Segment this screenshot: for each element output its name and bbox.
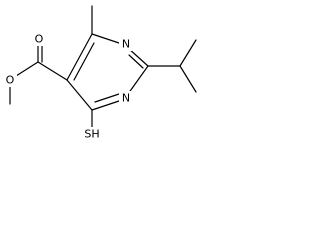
- ring-bond-c2-n3: [127, 65, 149, 95]
- ring-bond-n3-c4-inner: [94, 93, 120, 103]
- ester-carbon-bond: [37, 61, 68, 81]
- ring-nitrogen-upper-bg: [119, 37, 133, 51]
- ring-bond-n1-c2-inner: [128, 54, 144, 69]
- ester-ether-bond: [15, 61, 39, 77]
- ester-carbonyl-oxygen-bg: [32, 32, 46, 46]
- ring-nitrogen-upper-label: N: [122, 38, 130, 51]
- isopropyl-bond-upper: [179, 39, 197, 67]
- thiol-group-label: SH: [84, 128, 99, 141]
- ring-bond-c4-c5: [66, 79, 93, 111]
- ester-carbonyl-oxygen-label: O: [35, 33, 44, 46]
- ring-bond-c5-c6-inner: [73, 42, 95, 81]
- isopropyl-bond-lower: [179, 65, 197, 93]
- ester-ether-oxygen-bg: [3, 73, 17, 87]
- molecule-structure-diagram: O O N N SH: [3, 5, 197, 141]
- ring-bond-c6-n1: [91, 33, 123, 45]
- ring-nitrogen-lower-label: N: [122, 92, 130, 105]
- ring-bond-n3-c4: [91, 99, 123, 111]
- ester-ether-oxygen-label: O: [6, 74, 15, 87]
- thiol-group-bg: [81, 127, 103, 141]
- ring-bond-c5-c6: [66, 33, 93, 81]
- ring-nitrogen-lower-bg: [119, 91, 133, 105]
